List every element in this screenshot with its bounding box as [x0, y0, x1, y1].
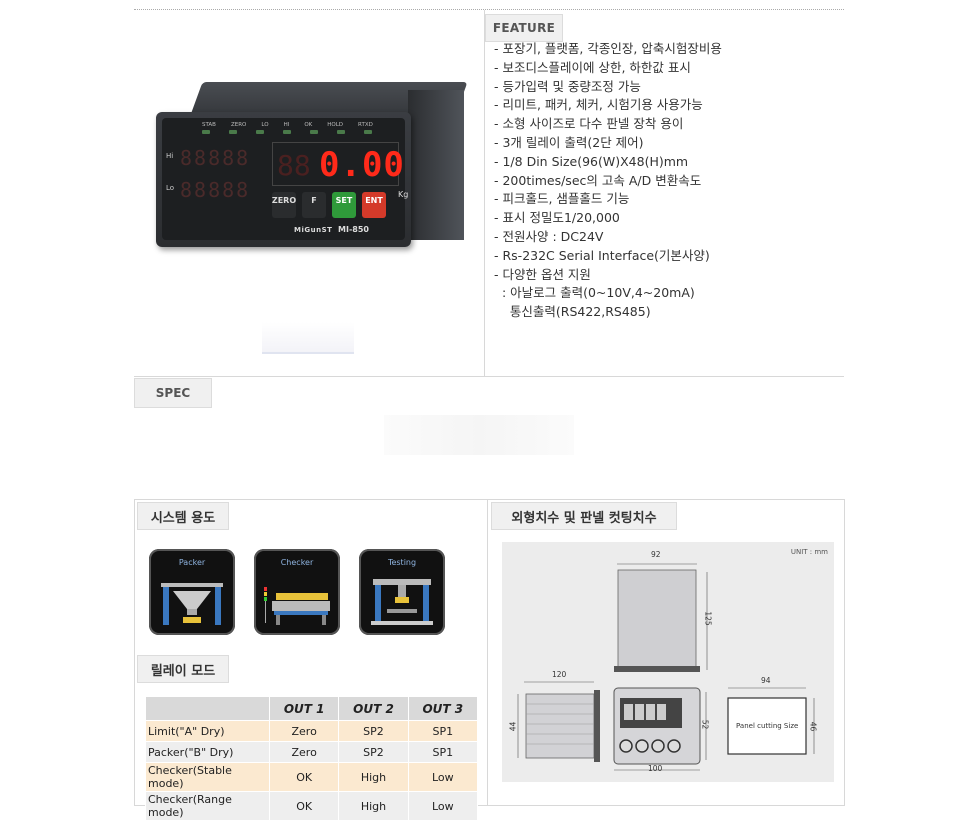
feature-tab: FEATURE	[485, 14, 563, 42]
main-display: 88 0.00	[272, 142, 404, 186]
status-leds	[202, 130, 372, 134]
unit-label: UNIT : mm	[790, 548, 828, 556]
list-item: - 리미트, 패커, 체커, 시험기용 사용가능	[494, 97, 703, 113]
device-front-panel: STAB ZERO LO HI OK HOLD RTXD Hi Lo 88888…	[162, 118, 409, 240]
feature-section: STAB ZERO LO HI OK HOLD RTXD Hi Lo 88888…	[134, 10, 844, 377]
list-item: 통신출력(RS422,RS485)	[494, 304, 651, 320]
list-item: - 다양한 옵션 지원	[494, 266, 591, 282]
model-label: MI-850	[338, 225, 369, 234]
system-usage-tab: 시스템 용도	[137, 502, 229, 530]
front-height-label: 52	[700, 719, 710, 730]
top-height-label: 125	[703, 611, 713, 626]
brand-label: MiGunST	[294, 226, 333, 234]
ent-button: ENT	[362, 192, 386, 218]
side-width-label: 120	[552, 670, 567, 679]
dimension-diagram	[517, 563, 815, 771]
unit-label: Kg	[398, 190, 409, 199]
testing-icon	[371, 579, 433, 625]
led-labels: STAB ZERO LO HI OK HOLD RTXD	[202, 122, 373, 128]
dimensions-tab: 외형치수 및 판넬 컷팅치수	[491, 502, 677, 530]
weight-value: 0.00	[319, 145, 405, 185]
product-image-area: STAB ZERO LO HI OK HOLD RTXD Hi Lo 88888…	[134, 10, 485, 376]
checker-card: Checker	[254, 549, 340, 635]
list-item: - 1/8 Din Size(96(W)X48(H)mm	[494, 153, 689, 169]
table-row: Packer("B" Dry) Zero SP2 SP1	[145, 741, 479, 763]
packer-icon	[161, 583, 223, 625]
front-width-label: 100	[648, 764, 663, 773]
dimensions-panel: 외형치수 및 판넬 컷팅치수 UNIT : mm	[488, 499, 845, 806]
checker-icon	[264, 587, 330, 625]
packer-card: Packer	[149, 549, 235, 635]
f-button: F	[302, 192, 326, 218]
list-item: - 전원사양 : DC24V	[494, 228, 604, 244]
list-item: - 3개 릴레이 출력(2단 제어)	[494, 134, 644, 150]
list-item: - 200times/sec의 고속 A/D 변환속도	[494, 172, 702, 188]
table-row: Limit("A" Dry) Zero SP2 SP1	[145, 720, 479, 742]
zero-button: ZERO	[272, 192, 296, 218]
feature-list: - 포장기, 플랫폼, 각종인장, 압축시험장비용 - 보조디스플레이에 상한,…	[494, 40, 722, 322]
table-row: Checker(Stable mode) OK High Low	[145, 762, 479, 792]
hi-display: 88888	[180, 146, 251, 170]
list-item: - 소형 사이즈로 다수 판넬 장착 용이	[494, 116, 684, 132]
testing-card: Testing	[359, 549, 445, 635]
relay-mode-tab: 릴레이 모드	[137, 655, 229, 683]
usage-relay-panel: 시스템 용도 Packer Checker	[134, 499, 488, 821]
list-item: - 보조디스플레이에 상한, 하한값 표시	[494, 59, 691, 75]
usage-cards: Packer Checker	[149, 549, 445, 635]
list-item: - Rs-232C Serial Interface(기본사양)	[494, 247, 710, 263]
top-width-label: 92	[651, 550, 661, 559]
list-item: - 피크홀드, 샘플홀드 기능	[494, 191, 630, 207]
cut-height-label: 46	[808, 721, 818, 732]
lo-label: Lo	[166, 184, 175, 192]
top-divider	[134, 9, 844, 10]
table-row: Checker(Range mode) OK High Low	[145, 791, 479, 821]
spec-tab: SPEC	[134, 378, 212, 408]
lo-display: 88888	[180, 178, 251, 202]
relay-mode-table: OUT 1 OUT 2 OUT 3 Limit("A" Dry) Zero SP…	[145, 696, 479, 821]
dimension-drawing: UNIT : mm	[502, 542, 834, 782]
cut-width-label: 94	[761, 676, 771, 685]
list-item: - 등가입력 및 중량조정 가능	[494, 78, 641, 94]
panel-cut-label: Panel cutting Size	[736, 722, 799, 730]
indicator-device-image: STAB ZERO LO HI OK HOLD RTXD Hi Lo 88888…	[156, 82, 468, 267]
set-button: SET	[332, 192, 356, 218]
list-item: - 포장기, 플랫폼, 각종인장, 압축시험장비용	[494, 41, 722, 56]
side-height-label: 44	[508, 721, 518, 732]
list-item: - 표시 정밀도1/20,000	[494, 210, 620, 226]
table-header-row: OUT 1 OUT 2 OUT 3	[145, 696, 479, 721]
spec-image-placeholder	[384, 415, 574, 455]
list-item: : 아날로그 출력(0~10V,4~20mA)	[494, 285, 695, 301]
hi-label: Hi	[166, 152, 174, 160]
